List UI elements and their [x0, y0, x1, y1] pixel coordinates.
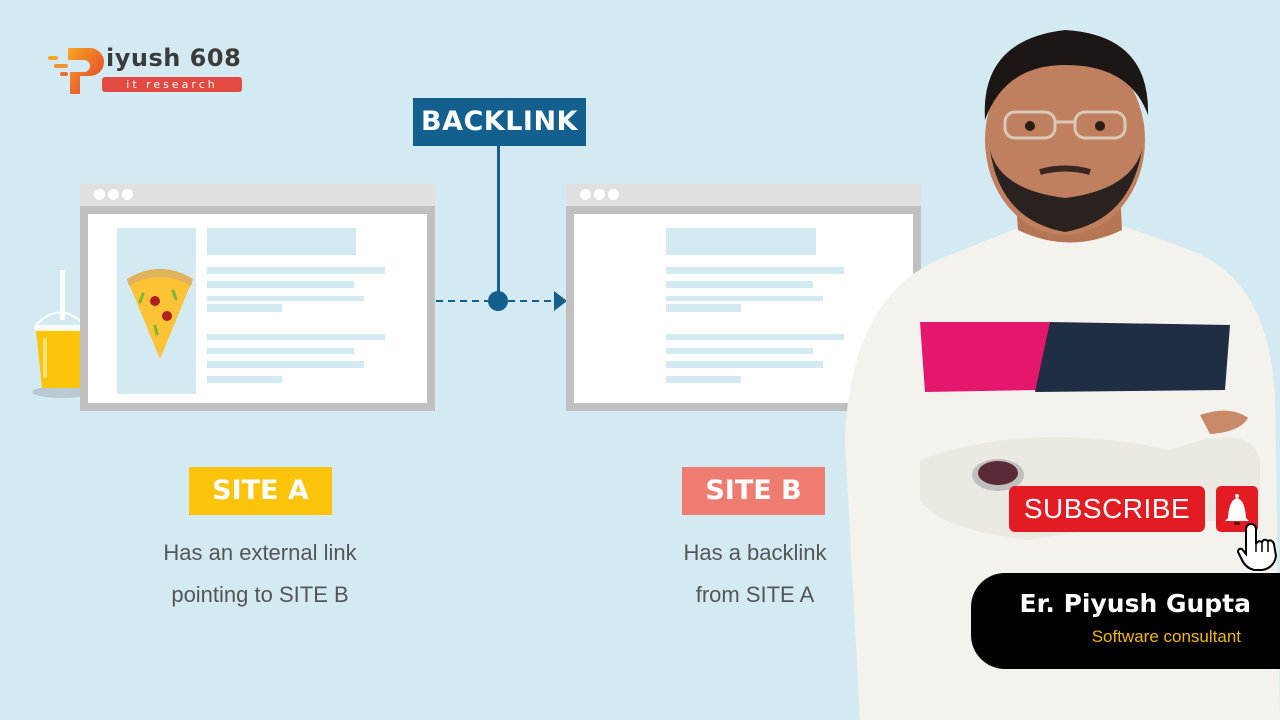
text-line	[666, 361, 823, 368]
text-line	[207, 267, 385, 274]
text-line	[207, 281, 354, 288]
logo-subtitle: it research	[102, 77, 242, 92]
text-line	[207, 361, 364, 368]
site-b-page	[574, 214, 913, 403]
site-b-browser	[566, 184, 921, 411]
connector-node	[488, 291, 508, 311]
text-line	[207, 376, 282, 383]
window-dot-icon	[122, 189, 133, 200]
window-dot-icon	[94, 189, 105, 200]
logo-p-icon	[48, 48, 104, 94]
site-a-description-line2: pointing to SITE B	[171, 582, 349, 607]
site-b-description: Has a backlink from SITE A	[665, 532, 845, 616]
text-line	[207, 334, 385, 340]
text-line	[666, 267, 844, 274]
window-dot-icon	[108, 189, 119, 200]
brand-logo: iyush 608 it research	[46, 44, 246, 98]
site-a-label: SITE A	[189, 467, 332, 515]
connector-dash-left	[436, 300, 490, 302]
connector-stem	[497, 146, 500, 300]
text-line	[666, 281, 813, 288]
presenter-name-card: Er. Piyush Gupta Software consultant	[971, 573, 1280, 669]
window-dot-icon	[580, 189, 591, 200]
subscribe-button[interactable]: SUBSCRIBE	[1009, 486, 1205, 532]
text-line	[207, 296, 364, 301]
window-dot-icon	[594, 189, 605, 200]
presenter-name: Er. Piyush Gupta	[1019, 589, 1251, 618]
text-line	[666, 304, 741, 312]
site-a-description-line1: Has an external link	[163, 540, 357, 565]
logo-title: iyush 608	[106, 44, 242, 72]
heading-block	[666, 228, 816, 255]
connector-dash-right	[508, 300, 554, 302]
pizza-slice-icon	[127, 269, 193, 359]
text-line	[207, 348, 354, 354]
backlink-label: BACKLINK	[413, 98, 586, 146]
site-b-label: SITE B	[682, 467, 825, 515]
text-line	[666, 334, 844, 340]
site-a-page	[88, 214, 427, 403]
text-line	[666, 296, 823, 301]
heading-block	[207, 228, 356, 255]
browser-titlebar	[566, 184, 921, 206]
hand-pointer-icon	[1236, 522, 1278, 571]
site-a-description: Has an external link pointing to SITE B	[130, 532, 390, 616]
browser-titlebar	[80, 184, 435, 206]
arrow-right-icon	[554, 291, 567, 311]
text-line	[666, 348, 813, 354]
site-a-browser	[80, 184, 435, 411]
text-line	[207, 304, 282, 312]
text-line	[666, 376, 741, 383]
bell-icon	[1225, 494, 1249, 525]
window-dot-icon	[608, 189, 619, 200]
site-b-description-line1: Has a backlink	[683, 540, 827, 565]
juice-cup-icon	[32, 270, 90, 398]
presenter-role: Software consultant	[1091, 627, 1241, 646]
site-b-description-line2: from SITE A	[695, 582, 815, 607]
